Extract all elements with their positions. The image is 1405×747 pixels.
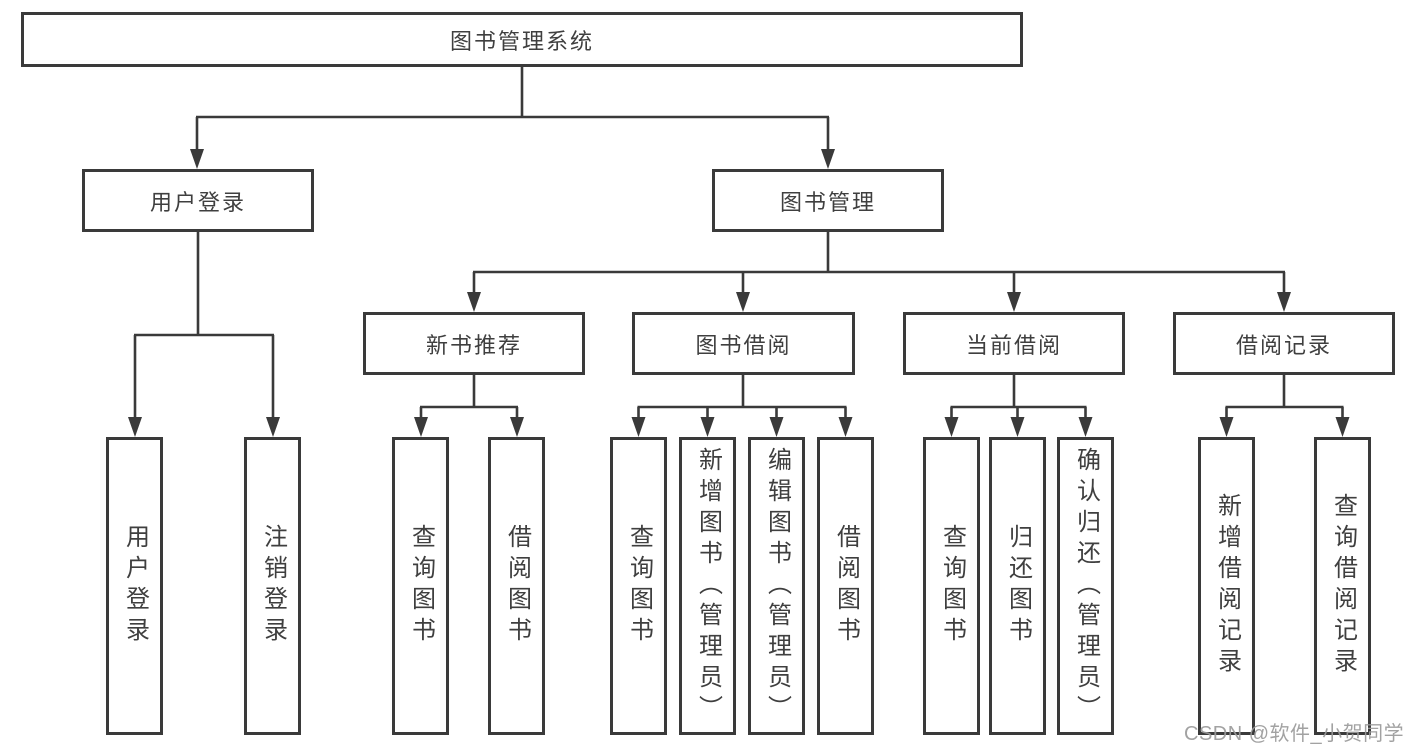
leaf-query-borrow-record: 查询借阅记录 bbox=[1314, 437, 1371, 735]
leaf-edit-book-admin: 编辑图书（管理员） bbox=[748, 437, 805, 735]
leaf-edit-book-admin-label: 编辑图书（管理员） bbox=[763, 446, 791, 726]
leaf-confirm-return-admin-label: 确认归还（管理员） bbox=[1072, 446, 1100, 726]
leaf-query-books-borrow-label: 查询图书 bbox=[625, 524, 653, 648]
leaf-add-book-admin: 新增图书（管理员） bbox=[679, 437, 736, 735]
leaf-query-books-borrow: 查询图书 bbox=[610, 437, 667, 735]
watermark: CSDN @软件_小贺同学 bbox=[1184, 723, 1405, 745]
leaf-borrow-books-recommend: 借阅图书 bbox=[488, 437, 545, 735]
leaf-confirm-return-admin: 确认归还（管理员） bbox=[1057, 437, 1114, 735]
leaf-user-login-label: 用户登录 bbox=[121, 524, 149, 648]
node-root: 图书管理系统 bbox=[21, 12, 1023, 67]
leaf-borrow-books-recommend-label: 借阅图书 bbox=[503, 524, 531, 648]
leaf-borrow-books: 借阅图书 bbox=[817, 437, 874, 735]
node-new-book-recommend: 新书推荐 bbox=[363, 312, 585, 375]
leaf-logout-login: 注销登录 bbox=[244, 437, 301, 735]
leaf-query-borrow-record-label: 查询借阅记录 bbox=[1329, 493, 1357, 679]
leaf-add-book-admin-label: 新增图书（管理员） bbox=[694, 446, 722, 726]
leaf-borrow-books-label: 借阅图书 bbox=[832, 524, 860, 648]
leaf-add-borrow-record: 新增借阅记录 bbox=[1198, 437, 1255, 735]
leaf-query-books-current-label: 查询图书 bbox=[938, 524, 966, 648]
leaf-query-books-recommend: 查询图书 bbox=[392, 437, 449, 735]
leaf-return-book-label: 归还图书 bbox=[1004, 524, 1032, 648]
node-current-borrow: 当前借阅 bbox=[903, 312, 1125, 375]
node-borrow-records: 借阅记录 bbox=[1173, 312, 1395, 375]
leaf-add-borrow-record-label: 新增借阅记录 bbox=[1213, 493, 1241, 679]
node-book-management: 图书管理 bbox=[712, 169, 944, 232]
leaf-query-books-recommend-label: 查询图书 bbox=[407, 524, 435, 648]
node-user-login: 用户登录 bbox=[82, 169, 314, 232]
leaf-user-login: 用户登录 bbox=[106, 437, 163, 735]
leaf-logout-login-label: 注销登录 bbox=[259, 524, 287, 648]
leaf-return-book: 归还图书 bbox=[989, 437, 1046, 735]
leaf-query-books-current: 查询图书 bbox=[923, 437, 980, 735]
node-book-borrow: 图书借阅 bbox=[632, 312, 855, 375]
